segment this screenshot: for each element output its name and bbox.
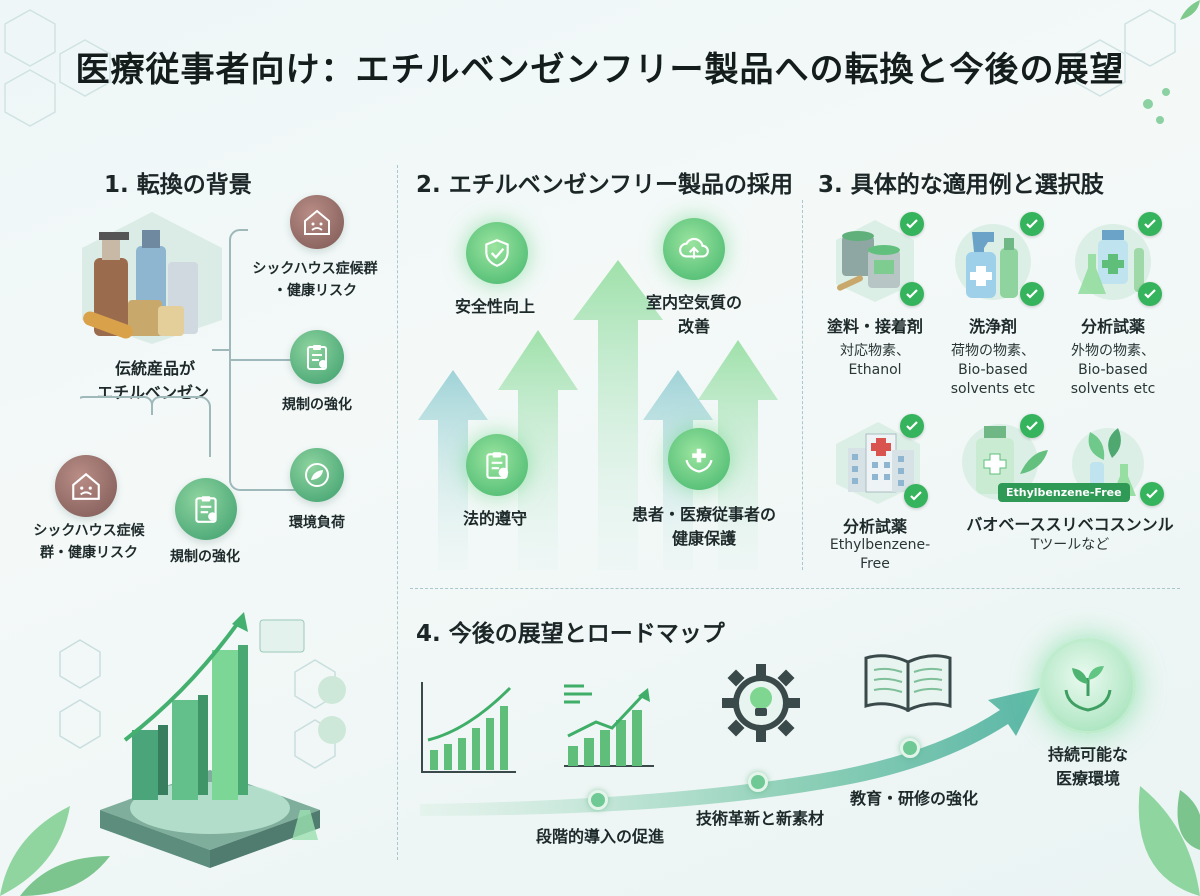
right-item-1-line1: シックハウス症候群 (252, 261, 378, 277)
clipboard-check-icon (466, 434, 528, 496)
s3-item-2-title: 洗浄剤 (968, 317, 1017, 336)
upward-arrows-illustration (418, 260, 778, 570)
s3-item-2-desc1: 荷物の物素、 (951, 343, 1035, 359)
s2-item-2-line2: 改善 (677, 317, 710, 336)
s3-item-3-title: 分析試薬 (1080, 317, 1145, 336)
section1-heading: 1. 転換の背景 (104, 172, 252, 198)
open-book-icon (864, 654, 952, 712)
hexagon-decoration-top-left (4, 9, 111, 127)
section3-heading: 3. 具体的な適用例と選択肢 (818, 172, 1104, 198)
divider-s2-s4 (410, 588, 1180, 589)
hospital-icon (836, 422, 920, 504)
check-icon (904, 484, 928, 508)
ethylbenzene-free-badge: Ethylbenzene-Free (998, 483, 1130, 502)
check-icon (1020, 282, 1044, 306)
milestone-dot (748, 772, 768, 792)
sick-house-icon (55, 455, 117, 517)
s3-item-5-desc1: Tツールなど (1030, 537, 1110, 553)
section1-connectors (80, 229, 300, 491)
cloud-upload-icon (663, 218, 725, 280)
s3-item-1-desc2: Ethanol (848, 362, 902, 378)
right-item-3-label: 環境負荷 (289, 515, 345, 531)
s2-item-3-label: 法的遵守 (462, 509, 527, 528)
spray-bottle-icon (955, 224, 1031, 300)
leaf-decoration-bottom-left (0, 806, 110, 896)
s3-item-5-title: バオベーススリベコスンンル (966, 515, 1174, 534)
s2-item-2-line1: 室内空気質の (645, 293, 742, 312)
check-icon (1020, 212, 1044, 236)
section2-heading: 2. エチルベンゼンフリー製品の採用 (416, 172, 794, 198)
s3-item-2-desc2: Bio-based (958, 362, 1028, 378)
milestone-3-label: 教育・研修の強化 (849, 789, 978, 808)
gear-lightbulb-icon (722, 664, 800, 742)
s3-item-1-title: 塗料・接着剤 (826, 317, 923, 336)
check-icon (1020, 414, 1044, 438)
hands-cross-icon (668, 428, 730, 490)
s3-item-3-desc3: solvents etc (1070, 381, 1156, 397)
check-icon (900, 282, 924, 306)
bottom-item-1-line2: 群・健康リスク (40, 545, 138, 561)
right-item-1-line2: ・健康リスク (273, 283, 357, 299)
traditional-products-label-line1: 伝統産品が (114, 359, 195, 378)
bio-bottle-icon (962, 424, 1144, 500)
check-icon (1138, 212, 1162, 236)
growth-chart-illustration (59, 612, 346, 868)
s2-item-1-label: 安全性向上 (454, 297, 535, 316)
s3-item-4-title: 分析試薬 (842, 517, 907, 536)
bar-chart-icon (421, 682, 516, 773)
bottom-item-1-line1: シックハウス症候 (33, 523, 145, 539)
s3-item-4-desc2: Free (860, 556, 890, 572)
milestone-dot (588, 790, 608, 810)
milestone-2-label: 技術革新と新素材 (695, 809, 824, 828)
growth-chart-icon (564, 684, 654, 767)
s3-item-4-desc1: Ethylbenzene- (829, 537, 931, 553)
s3-item-3-desc1: 外物の物素、 (1071, 343, 1155, 359)
earth-leaf-icon (290, 448, 344, 502)
divider-s1-s2 (397, 165, 398, 860)
paint-cans-icon (836, 220, 914, 302)
right-item-2-label: 規制の強化 (282, 397, 352, 413)
sick-house-icon (290, 195, 344, 249)
check-icon (900, 212, 924, 236)
clipboard-icon (290, 330, 344, 384)
lab-flask-icon (1075, 224, 1151, 300)
goal-label-line2: 医療環境 (1055, 769, 1120, 788)
clipboard-icon (175, 478, 237, 540)
check-icon (1138, 282, 1162, 306)
divider-s2-s3 (802, 200, 803, 570)
shield-check-icon (466, 222, 528, 284)
s3-item-3-desc2: Bio-based (1078, 362, 1148, 378)
milestone-dot (900, 738, 920, 758)
s2-item-4-line1: 患者・医療従事者の (631, 505, 776, 524)
check-icon (900, 414, 924, 438)
s3-item-1-desc1: 対応物素、 (840, 343, 910, 359)
hexagon-decoration-top-right (1074, 0, 1200, 124)
milestone-1-label: 段階的導入の促進 (535, 827, 664, 846)
page-title: 医療従事者向け：エチルベンゼンフリー製品への転換と今後の展望 (75, 50, 1125, 90)
traditional-products-illustration (82, 212, 222, 344)
goal-label-line1: 持続可能な (1047, 745, 1128, 764)
s2-item-4-line2: 健康保護 (671, 529, 736, 548)
check-icon (1140, 482, 1164, 506)
section4-heading: 4. 今後の展望とロードマップ (416, 621, 725, 647)
s3-item-2-desc3: solvents etc (950, 381, 1036, 397)
bottom-item-2-label: 規制の強化 (170, 549, 240, 565)
leaf-decoration-bottom-right (1138, 786, 1200, 896)
sustainable-healthcare-icon (1040, 638, 1136, 734)
